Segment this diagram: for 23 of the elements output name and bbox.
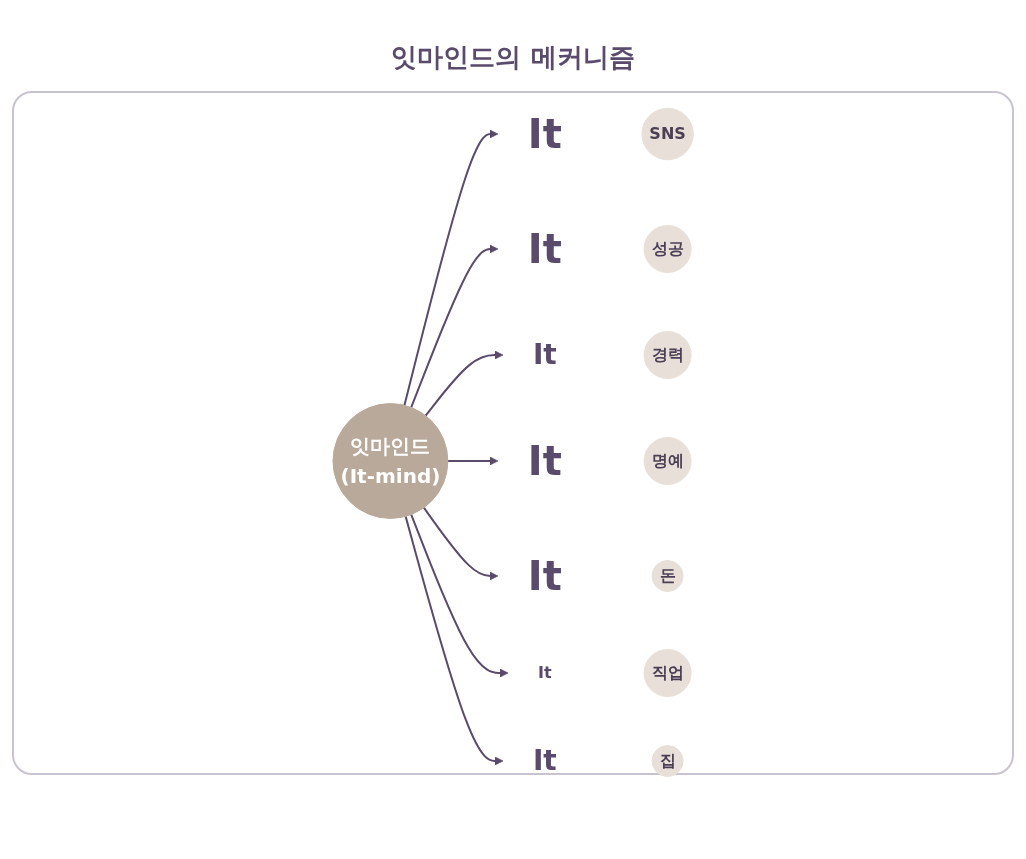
node-text: It <box>532 744 557 777</box>
arrow <box>446 456 499 466</box>
arrow <box>410 513 509 678</box>
node-text: It <box>527 438 562 484</box>
node-text: It <box>527 226 562 272</box>
node-circle: 잇마인드 (It-mind) <box>332 403 449 519</box>
node-circle: SNS <box>641 107 694 161</box>
node-circle: 성공 <box>643 225 692 273</box>
arrow <box>410 244 499 409</box>
arrow <box>403 129 499 407</box>
arrow <box>424 350 504 417</box>
node-circle: 돈 <box>651 560 684 592</box>
arrow <box>422 506 499 581</box>
node-text: It <box>527 111 562 157</box>
node-circle: 직업 <box>643 649 692 697</box>
arrow <box>404 515 504 766</box>
node-text: It <box>532 338 557 371</box>
node-text: It <box>537 663 552 682</box>
node-text: It <box>527 553 562 599</box>
node-circle: 집 <box>651 745 684 777</box>
node-circle: 경력 <box>643 331 692 379</box>
node-circle: 명예 <box>643 437 692 485</box>
diagram-title: 잇마인드의 메커니즘 <box>390 41 636 74</box>
